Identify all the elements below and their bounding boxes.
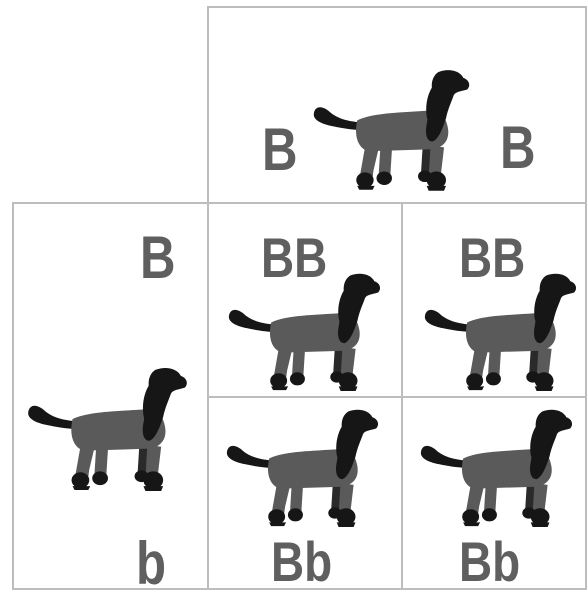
dog-silhouette-icon [22, 364, 192, 492]
dog-silhouette-icon [419, 270, 581, 392]
dog-silhouette-icon [223, 270, 385, 392]
left-parent-allele-bottom: b [136, 534, 166, 594]
offspring-genotype: Bb [271, 534, 332, 590]
offspring-cell-bb-4: Bb [401, 396, 587, 590]
top-parent-allele-right: B [500, 118, 536, 178]
top-parent-allele-left: B [262, 120, 298, 180]
dog-silhouette-icon [221, 406, 383, 528]
dog-silhouette-icon [415, 406, 577, 528]
offspring-cell-bb-3: Bb [207, 396, 403, 590]
offspring-genotype: Bb [459, 534, 520, 590]
left-parent-allele-top: B [140, 228, 176, 288]
dog-silhouette-icon [309, 66, 473, 192]
left-parent-box: B b [12, 202, 210, 590]
offspring-cell-bb-1: BB [207, 202, 403, 398]
offspring-cell-bb-2: BB [401, 202, 587, 398]
top-parent-box: B B [207, 6, 587, 204]
